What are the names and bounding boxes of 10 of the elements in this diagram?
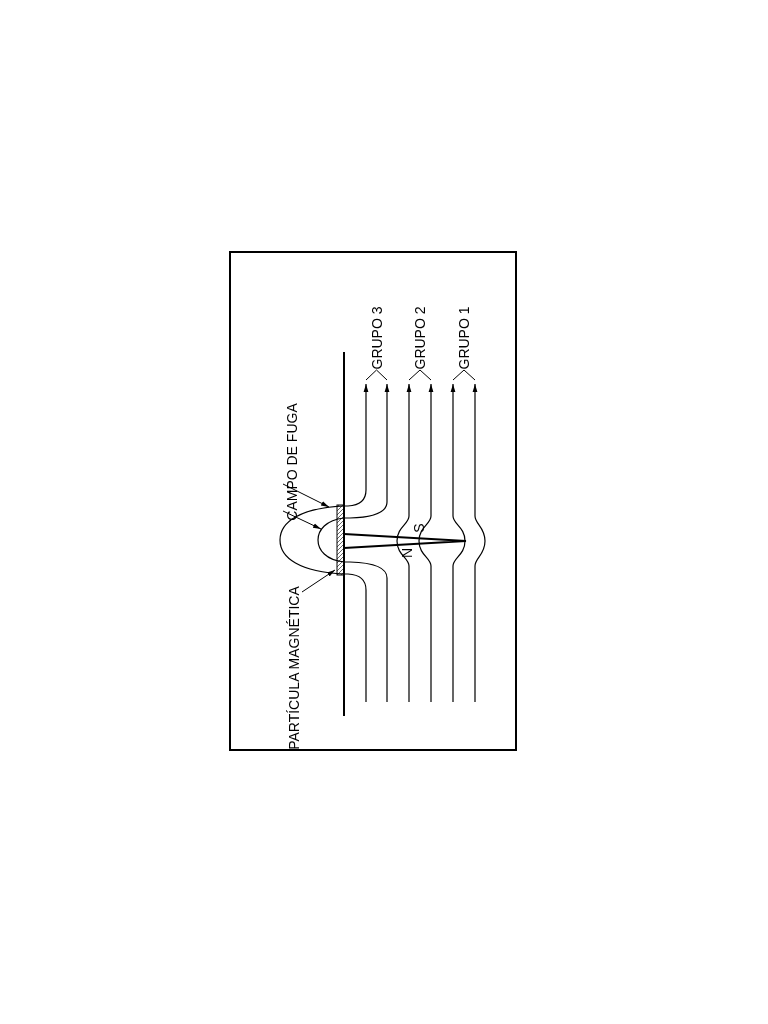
pole-label: N [400,547,414,559]
callout-text: CAMPO DE FUGA [285,403,299,521]
group-label: GRUPO 3 [370,306,384,370]
leader-line [301,569,336,593]
leader-line [282,510,322,530]
group-label: GRUPO 2 [413,306,427,370]
pole-label: S [412,523,426,533]
callout-text: PARTÍCULA MAGNÉTICA [287,586,301,750]
group-label: GRUPO 1 [457,306,471,370]
leader-line [282,483,330,508]
